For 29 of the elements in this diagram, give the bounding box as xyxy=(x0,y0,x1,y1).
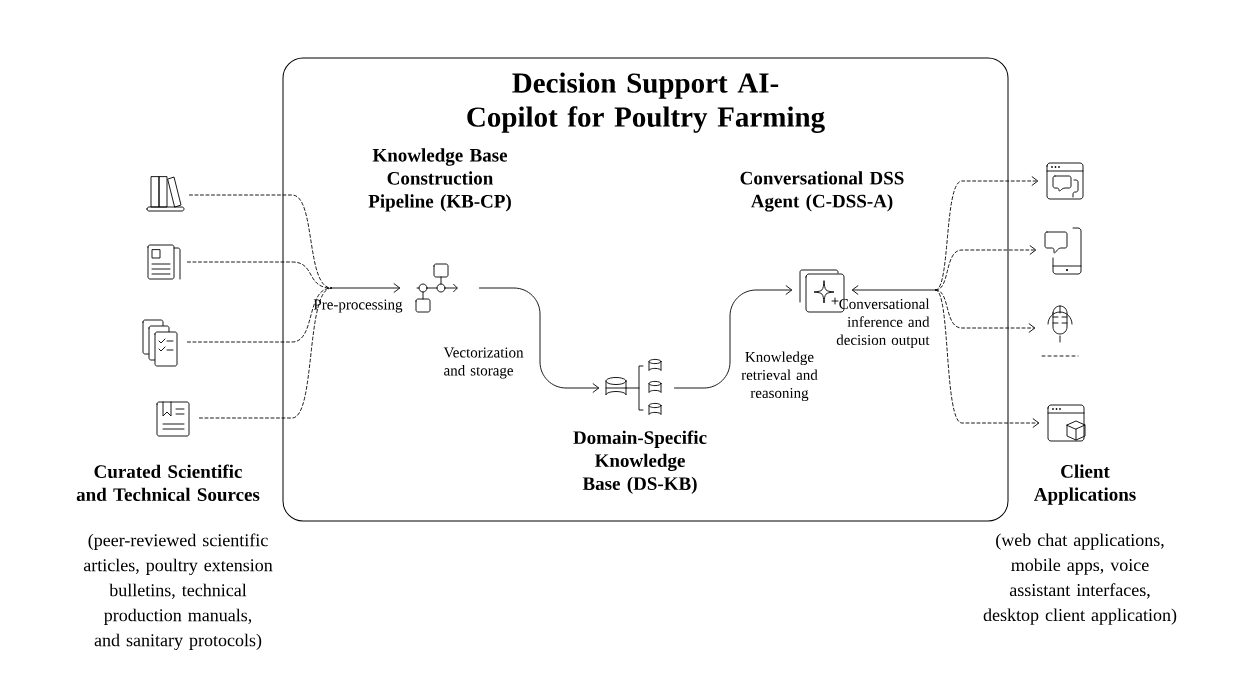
arrow xyxy=(674,285,793,389)
title: Decision Support AI-Copilot for Poultry Farming xyxy=(467,72,825,133)
newspaper-icon xyxy=(147,244,181,280)
bookmark-document-icon xyxy=(156,401,190,437)
microphone-icon xyxy=(1041,305,1079,357)
edge-label: Conversational inference and decision output xyxy=(836,298,930,349)
arrow xyxy=(935,289,1036,333)
arrow xyxy=(935,176,1039,291)
browser-chat-icon xyxy=(1046,162,1084,200)
heading: Conversational DSS Agent (C-DSS-A) xyxy=(740,171,904,212)
heading: Domain-Specific Knowledge Base (DS-KB) xyxy=(573,430,707,494)
browser-cube-icon xyxy=(1047,404,1086,442)
books-icon xyxy=(146,176,185,212)
edge-label: Knowledge retrieval and reasoning xyxy=(741,351,818,402)
description-text: (peer-reviewed scientific articles, poultry extension bulletins, technical production manuals, and sanitary protocols) xyxy=(83,533,273,650)
edge-label: Vectorization and storage xyxy=(443,347,524,379)
edge-label: Pre-processing xyxy=(313,299,403,313)
arrow xyxy=(851,285,936,295)
arrow xyxy=(331,283,401,293)
description-text: (web chat applications, mobile apps, voice assistant interfaces, desktop client application) xyxy=(983,533,1177,625)
phone-chat-icon xyxy=(1044,227,1082,275)
frame-box xyxy=(282,57,1009,522)
heading: Knowledge Base Construction Pipeline (KB-CP) xyxy=(368,148,511,212)
arrow xyxy=(935,289,1040,428)
arrow xyxy=(479,287,600,393)
checklist-icon xyxy=(142,319,178,367)
side-heading: Curated Scientific and Technical Sources xyxy=(76,464,260,502)
arrow xyxy=(935,245,1037,291)
side-heading: Client Applications xyxy=(1034,464,1136,505)
